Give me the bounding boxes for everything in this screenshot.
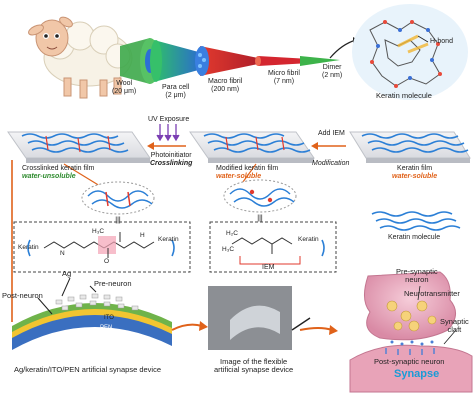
keratin-molecule-diagram [352,4,468,100]
step-arrows [11,142,346,322]
label-dimer: Dimer(2 nm) [322,64,343,79]
label-keratin-mod: Keratin [298,236,319,243]
synapse-device [12,277,208,350]
label-ag: Ag [62,269,72,278]
film-panels [7,131,471,163]
hierarchy-cones [120,37,358,84]
svg-text:|||: ||| [257,215,263,222]
label-h3c-a: H₃C [92,228,105,235]
label-n: N [60,250,65,257]
label-macro-fibril: Macro fibril(200 nm) [208,78,243,93]
uv-lamp [156,124,180,142]
label-iem: IEM [262,264,275,271]
label-post-neuron: Post-neuron [2,291,43,300]
label-synapse-title: Synapse [394,368,440,380]
label-keratin-molecule-top: Keratin molecule [376,91,432,100]
label-photoinitiator: Photoinitiator Crosslinking [150,152,193,167]
label-keratin-left: Keratin [18,244,39,251]
label-neurotransmitter: Neurotransmitter [404,289,460,298]
label-add-iem: Add IEM [318,130,345,137]
label-h3c-b: H₃C [222,246,235,253]
label-micro-fibril: Micro fibril(7 nm) [268,70,300,85]
label-h2c: H₂C [226,230,238,237]
label-keratin-right: Keratin [158,236,179,243]
chem-boxes [13,221,337,273]
label-pre-neuron: Pre-neuron [94,279,132,288]
device-photo [208,286,338,350]
biological-synapse [349,271,473,393]
label-keratin-molecule-legend: Keratin molecule [388,234,441,241]
modified-structure [231,237,325,265]
label-ito: ITO [104,315,114,321]
label-uv-exposure: UV Exposure [148,116,190,123]
label-h: H [140,232,145,239]
label-pen: PEN [100,325,113,331]
label-h-bond: H-bond [430,38,453,45]
label-post-synaptic: Post-synaptic neuron [374,357,445,366]
svg-text:|||: ||| [115,217,121,224]
network-zoom: ||| ||| [81,179,297,224]
label-modification: Modification [312,160,350,167]
label-device-caption: Ag/keratin/ITO/PEN artificial synapse de… [14,365,162,374]
crosslink-marks [45,135,285,153]
label-modified-film: Modified keratin film water-soluble [216,165,279,180]
label-o: O [104,258,110,265]
label-para-cell: Para cell(2 μm) [162,84,190,99]
label-crosslinked-film: Crosslinked keratin film water-unsoluble [22,165,95,180]
label-keratin-film: Keratin film water-soluble [392,165,438,180]
crosslinked-structure [27,232,175,258]
label-wool: Wool(20 μm) [112,80,137,95]
keratin-fibers [21,133,469,231]
